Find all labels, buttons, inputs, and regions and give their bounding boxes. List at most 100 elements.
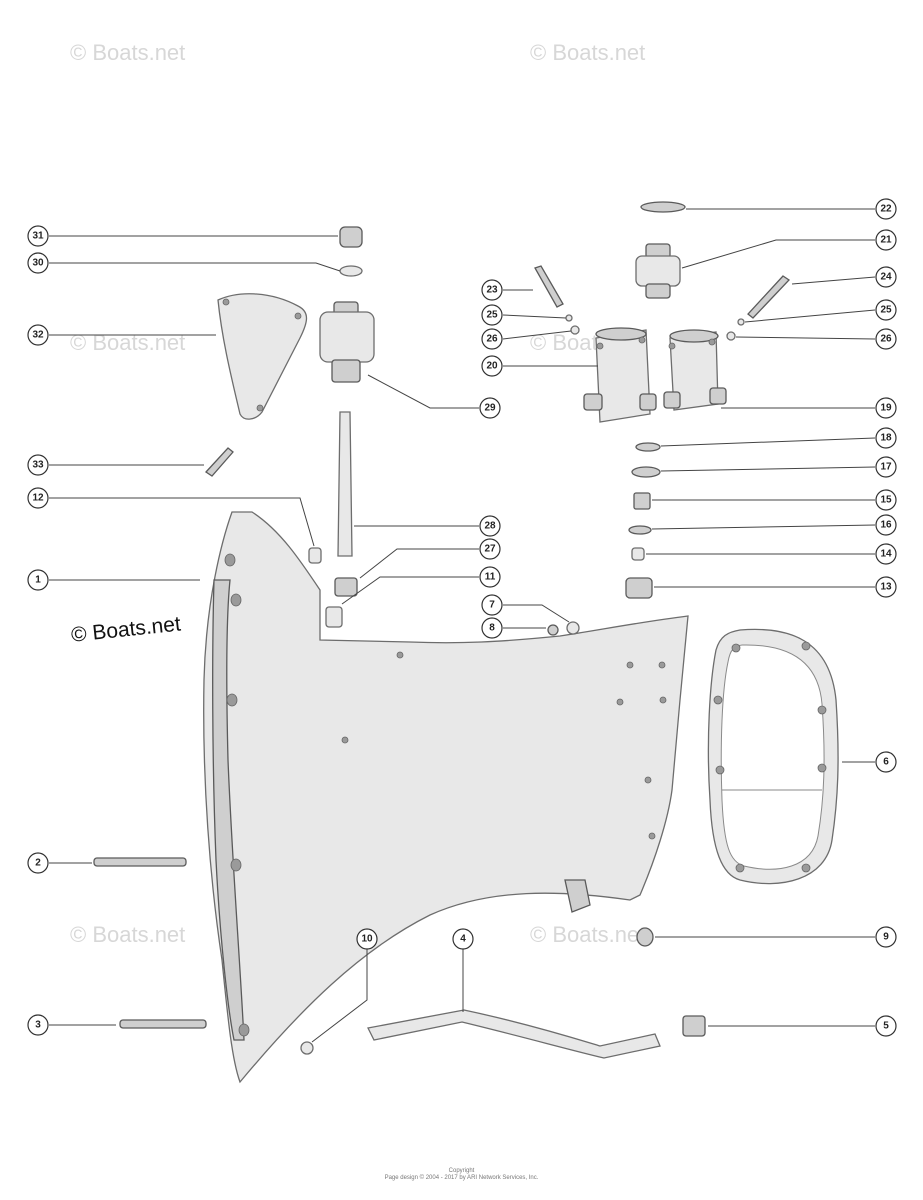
callout-16: 16 xyxy=(875,514,897,536)
bushing-11 xyxy=(325,606,343,628)
callout-6-label: 6 xyxy=(883,757,889,768)
washer-18 xyxy=(635,442,661,452)
callout-17-label: 17 xyxy=(880,462,892,473)
screw-23 xyxy=(534,265,564,308)
callout-10: 10 xyxy=(356,928,378,950)
drive-shaft-housing xyxy=(203,511,689,1084)
callout-26-right: 26 xyxy=(875,328,897,350)
footer-copyright: Copyright xyxy=(448,1168,475,1174)
grommet-9 xyxy=(636,927,654,947)
callout-30-label: 30 xyxy=(32,258,44,269)
callout-23: 23 xyxy=(481,279,503,301)
watermark-low-right: © Boats.net xyxy=(530,922,646,947)
nut-26-left xyxy=(570,325,580,335)
callout-2-label: 2 xyxy=(35,858,41,869)
watermark-low-left: © Boats.net xyxy=(70,922,186,947)
gasket xyxy=(707,628,839,885)
callout-5-label: 5 xyxy=(883,1021,889,1032)
callout-31-label: 31 xyxy=(32,231,44,242)
callout-7-label: 7 xyxy=(489,600,495,611)
rubber-mount-21 xyxy=(635,243,681,299)
water-tube xyxy=(367,1009,661,1059)
callout-30: 30 xyxy=(27,252,49,274)
callout-19-label: 19 xyxy=(880,403,892,414)
callout-32-label: 32 xyxy=(32,330,44,341)
washer-16 xyxy=(628,525,652,535)
callout-26-right-label: 26 xyxy=(880,334,892,345)
leader-lines xyxy=(49,208,876,1043)
plug-10 xyxy=(300,1041,314,1055)
callout-4-label: 4 xyxy=(460,934,466,945)
watermark-top-right: © Boats.net xyxy=(530,40,646,65)
callout-1-label: 1 xyxy=(35,575,41,586)
callout-25-left-label: 25 xyxy=(486,310,498,321)
callout-8-label: 8 xyxy=(489,623,495,634)
callout-21: 21 xyxy=(875,229,897,251)
callout-8: 8 xyxy=(481,617,503,639)
washer-25-right xyxy=(737,318,745,326)
callout-12: 12 xyxy=(27,487,49,509)
mount-19 xyxy=(663,329,727,411)
callout-9-label: 9 xyxy=(883,932,889,943)
washer-30 xyxy=(339,265,363,277)
callout-28: 28 xyxy=(479,515,501,537)
callout-17: 17 xyxy=(875,456,897,478)
washer-25-left xyxy=(565,314,573,322)
callout-13: 13 xyxy=(875,576,897,598)
washer-14 xyxy=(631,547,645,561)
footer-page-design: Page design © 2004 - 2017 by ARI Network… xyxy=(384,1175,539,1181)
bushing-27 xyxy=(334,577,358,597)
callout-23-label: 23 xyxy=(486,285,498,296)
screw-24 xyxy=(747,275,791,319)
callout-31: 31 xyxy=(27,225,49,247)
callout-25-right: 25 xyxy=(875,299,897,321)
callout-20: 20 xyxy=(481,355,503,377)
callout-9: 9 xyxy=(875,926,897,948)
callout-29: 29 xyxy=(479,397,501,419)
callout-33: 33 xyxy=(27,454,49,476)
nut-8 xyxy=(547,624,559,636)
spacer-15 xyxy=(633,492,651,510)
callout-2: 2 xyxy=(27,852,49,874)
callout-24: 24 xyxy=(875,266,897,288)
callout-16-label: 16 xyxy=(880,520,892,531)
callout-24-label: 24 xyxy=(880,272,892,283)
callout-5: 5 xyxy=(875,1015,897,1037)
mount-20 xyxy=(583,327,657,423)
callout-33-label: 33 xyxy=(32,460,44,471)
callout-14-label: 14 xyxy=(880,549,892,560)
nut-26-right xyxy=(726,331,736,341)
stud-upper xyxy=(93,857,187,867)
callout-15: 15 xyxy=(875,489,897,511)
callout-1: 1 xyxy=(27,569,49,591)
callout-19: 19 xyxy=(875,397,897,419)
shaft-28 xyxy=(337,411,353,557)
callout-14: 14 xyxy=(875,543,897,565)
seal-13 xyxy=(625,577,653,599)
callout-22-label: 22 xyxy=(880,204,892,215)
rubber-mount-29 xyxy=(319,301,375,383)
bushing-12 xyxy=(308,547,322,564)
grommet xyxy=(682,1015,706,1037)
washer-7 xyxy=(566,621,580,635)
ring-22 xyxy=(640,201,686,213)
callout-18: 18 xyxy=(875,427,897,449)
watermark-mid-left: © Boats.net xyxy=(70,330,186,355)
callout-6: 6 xyxy=(875,751,897,773)
callout-21-label: 21 xyxy=(880,235,892,246)
callout-29-label: 29 xyxy=(484,403,496,414)
callout-15-label: 15 xyxy=(880,495,892,506)
callout-4: 4 xyxy=(452,928,474,950)
callout-26-left-label: 26 xyxy=(486,334,498,345)
callout-11: 11 xyxy=(479,566,501,588)
screw-33 xyxy=(205,447,234,477)
callout-18-label: 18 xyxy=(880,433,892,444)
cap-31 xyxy=(339,226,363,248)
stud-lower xyxy=(119,1019,207,1029)
callout-27-label: 27 xyxy=(484,544,496,555)
callout-25-right-label: 25 xyxy=(880,305,892,316)
callout-3-label: 3 xyxy=(35,1020,41,1031)
callout-25-left: 25 xyxy=(481,304,503,326)
callout-12-label: 12 xyxy=(32,493,44,504)
